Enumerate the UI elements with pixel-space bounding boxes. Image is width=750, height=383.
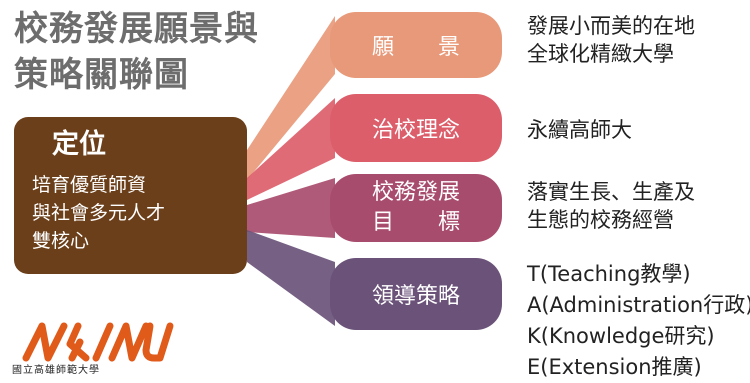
goals-pill-label-line1: 校務發展: [371, 180, 460, 205]
strategy-pill-label: 領導策略: [371, 284, 460, 309]
strategy-description-line: T(Teaching教學): [527, 262, 691, 286]
philosophy-description: 永續高師大: [527, 116, 632, 144]
positioning-description: 培育優質師資 與社會多元人才 雙核心: [32, 171, 229, 255]
diagram-title: 校務發展願景與 策略關聯圖: [14, 6, 274, 98]
goals-description: 落實生長、生產及 生態的校務經營: [527, 178, 695, 234]
positioning-line: 與社會多元人才: [32, 202, 166, 224]
title-line-2: 策略關聯圖: [14, 55, 189, 95]
vision-pill: 願 景: [330, 12, 502, 78]
philosophy-description-line: 永續高師大: [527, 118, 632, 142]
positioning-box: 定位 培育優質師資 與社會多元人才 雙核心: [14, 117, 247, 274]
ribbon-philosophy: [247, 98, 335, 200]
strategy-description-line: E(Extension推廣): [527, 355, 702, 379]
positioning-line: 雙核心: [32, 230, 90, 252]
goals-description-line: 生態的校務經營: [527, 208, 674, 232]
vision-description: 發展小而美的在地 全球化精緻大學: [527, 12, 695, 68]
strategy-description-line: K(Knowledge研究): [527, 324, 715, 348]
strategy-description-line: A(Administration行政): [527, 293, 750, 317]
positioning-line: 培育優質師資: [32, 174, 147, 196]
vision-description-line: 發展小而美的在地: [527, 14, 695, 38]
vision-description-line: 全球化精緻大學: [527, 42, 674, 66]
university-logo-mark: [22, 322, 174, 362]
ribbon-strategy: [247, 230, 335, 326]
ribbon-vision: [247, 16, 335, 180]
goals-pill-label-line2: 目 標: [371, 210, 460, 235]
strategy-pill: 領導策略: [330, 258, 502, 330]
strategy-description: T(Teaching教學) A(Administration行政) K(Know…: [527, 259, 750, 383]
university-name: 國立高雄師範大學: [12, 365, 100, 376]
title-line-1: 校務發展願景與: [14, 9, 259, 49]
philosophy-pill: 治校理念: [330, 94, 502, 162]
ribbon-goals: [247, 178, 335, 238]
goals-description-line: 落實生長、生產及: [527, 180, 695, 204]
goals-pill: 校務發展 目 標: [330, 174, 502, 242]
positioning-title: 定位: [52, 129, 106, 160]
philosophy-pill-label: 治校理念: [371, 118, 460, 143]
vision-pill-label: 願 景: [371, 35, 460, 60]
